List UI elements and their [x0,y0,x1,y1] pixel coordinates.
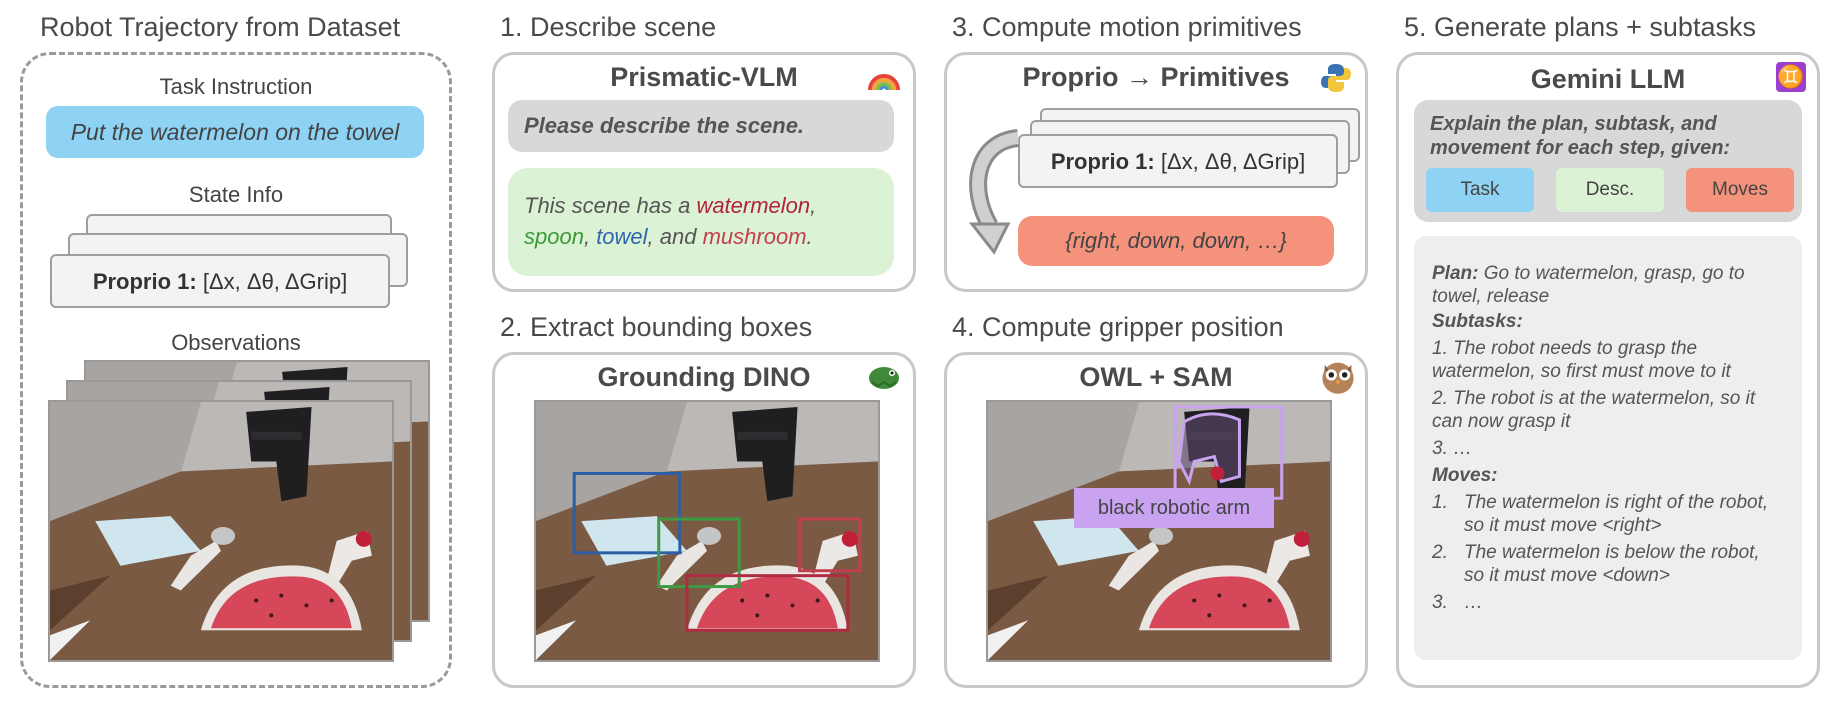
arm-segmentation-mask [1177,412,1241,486]
resp-text-3: , [583,224,597,249]
primitives-output-text: {right, down, down, …} [1065,228,1287,253]
step3-model-name: Proprio → Primitives [1022,62,1290,92]
subtask-item: 3. … [1432,438,1473,459]
step5-output-box: Plan: Go to watermelon, grasp, go to tow… [1414,236,1802,660]
gemini-icon: ♊ [1776,62,1806,92]
bbox-spoon [657,517,741,589]
step1-response-text: This scene has a watermelon,spoon, towel… [508,168,894,252]
move-text: … [1464,592,1483,613]
bbox-towel [572,471,682,555]
move-number: 3. [1432,592,1448,613]
step3-proprio-label: Proprio 1: [1050,149,1155,174]
subtask-item: 2. The robot is at the watermelon, so it… [1432,388,1756,432]
move-number: 2. [1432,542,1448,563]
resp-text-2: , [810,193,817,218]
move-item: 3. … [1432,591,1784,614]
observations-label: Observations [171,330,301,355]
moves-label: Moves: [1432,465,1498,486]
state-info-label: State Info [188,182,284,207]
task-instruction-text: Put the watermelon on the towel [70,119,400,145]
subtasks-label: Subtasks: [1432,311,1523,332]
move-text: The watermelon is right of the robot, so… [1464,492,1769,536]
step1-prompt-text: Please describe the scene. [524,113,805,138]
grounding-image [534,400,880,662]
plan-text: Go to watermelon, grasp, go to towel, re… [1432,263,1745,307]
subtask-item: 1. The robot needs to grasp the watermel… [1432,338,1731,382]
step4-model-name: OWL + SAM [1079,362,1233,392]
chip-moves: Moves [1686,168,1794,212]
step3-proprio-card: Proprio 1: [Δx, Δθ, ΔGrip] [1018,134,1338,188]
bbox-mushroom [798,517,862,573]
task-instruction-box: Put the watermelon on the towel [46,106,424,158]
owl-icon [1322,362,1354,394]
step4-title: 4. Compute gripper position [952,312,1284,342]
gripper-point [1210,466,1225,481]
rainbow-icon [868,74,900,91]
step1-prompt-box: Please describe the scene. [508,100,894,152]
plan-block: Plan: Go to watermelon, grasp, go to tow… [1432,262,1784,308]
resp-word-towel: towel [596,224,648,249]
resp-text-5: . [806,224,813,249]
detection-label-box: black robotic arm [1074,488,1274,528]
step1-response-box: This scene has a watermelon,spoon, towel… [508,168,894,276]
curved-arrow-icon [968,129,1020,255]
step2-model-name: Grounding DINO [597,362,811,392]
step3-proprio-values: [Δx, Δθ, ΔGrip] [1160,149,1306,174]
move-text: The watermelon is below the robot, so it… [1464,542,1760,586]
resp-text-1: This scene has a [524,193,697,218]
step5-title: 5. Generate plans + subtasks [1404,12,1756,42]
chip-task: Task [1426,168,1534,212]
bbox-watermelon [685,574,850,632]
left-column-title: Robot Trajectory from Dataset [40,12,401,42]
proprio-card: Proprio 1: [Δx, Δθ, ΔGrip] [50,254,390,308]
resp-word-spoon: spoon [524,224,584,249]
step2-title: 2. Extract bounding boxes [500,312,813,342]
dataset-container [20,52,452,688]
resp-text-4: , and [647,224,703,249]
chip-desc-label: Desc. [1585,179,1635,200]
move-item: 2. The watermelon is below the robot, so… [1432,541,1784,587]
step3-title: 3. Compute motion primitives [952,12,1302,42]
proprio-values: [Δx, Δθ, ΔGrip] [202,269,348,294]
step1-model-name: Prismatic-VLM [610,62,798,92]
step5-model-name: Gemini LLM [1530,64,1686,94]
resp-word-mushroom: mushroom [702,224,807,249]
python-icon [1321,64,1351,92]
dino-icon [869,367,899,389]
move-item: 1. The watermelon is right of the robot,… [1432,491,1784,537]
plan-label: Plan: [1432,263,1479,284]
owl-sam-image [986,400,1332,662]
proprio-label: Proprio 1: [92,269,197,294]
chip-moves-label: Moves [1712,179,1768,200]
chip-desc: Desc. [1556,168,1664,212]
move-number: 1. [1432,492,1448,513]
detection-label-text: black robotic arm [1097,497,1251,519]
resp-word-watermelon: watermelon [696,193,811,218]
task-instruction-label: Task Instruction [159,74,313,99]
chip-task-label: Task [1460,179,1500,200]
observation-frame-front [48,400,394,662]
step1-title: 1. Describe scene [500,12,717,42]
step5-prompt-text: Explain the plan, subtask, and movement … [1430,113,1731,159]
primitives-output-box: {right, down, down, …} [1018,216,1334,266]
